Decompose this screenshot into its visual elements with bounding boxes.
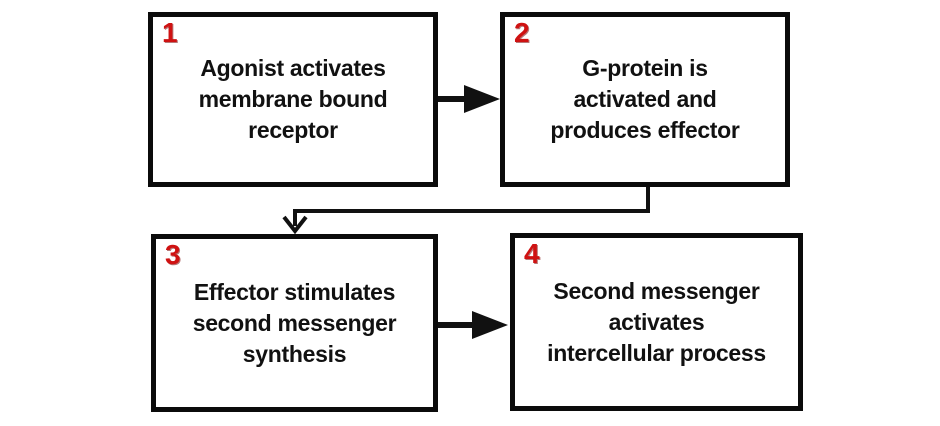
step-text-line: Effector stimulates bbox=[193, 278, 396, 305]
step-text-3: Effector stimulates second messenger syn… bbox=[187, 277, 403, 370]
step-text-line: activated and bbox=[573, 86, 717, 112]
step-text-line: membrane bound bbox=[198, 86, 388, 112]
step-text-2: G-protein is activated and produces effe… bbox=[544, 53, 745, 146]
step-number-3: 3 bbox=[165, 239, 181, 270]
step-text-4: Second messenger activates intercellular… bbox=[541, 276, 772, 369]
step-text-line: G-protein is bbox=[582, 55, 708, 81]
step-text-line: Second messenger bbox=[553, 277, 760, 304]
arrow-step2-to-step3 bbox=[282, 186, 650, 235]
arrow-step3-to-step4 bbox=[438, 311, 508, 339]
step-text-line: synthesis bbox=[242, 340, 347, 367]
step-number-2: 2 bbox=[514, 17, 530, 48]
step-number-1: 1 bbox=[162, 17, 178, 48]
step-box-2: 2 G-protein is activated and produces ef… bbox=[500, 12, 790, 187]
step-text-line: produces effector bbox=[550, 117, 740, 143]
step-box-3: 3 Effector stimulates second messenger s… bbox=[151, 234, 438, 412]
step-text-line: receptor bbox=[248, 117, 338, 143]
step-text-line: Agonist activates bbox=[200, 55, 386, 81]
step-text-1: Agonist activates membrane bound recepto… bbox=[193, 53, 394, 146]
arrow-step1-to-step2 bbox=[437, 85, 500, 113]
step-box-1: 1 Agonist activates membrane bound recep… bbox=[148, 12, 438, 187]
step-text-line: activates bbox=[608, 308, 705, 335]
step-box-4: 4 Second messenger activates intercellul… bbox=[510, 233, 803, 411]
step-text-line: intercellular process bbox=[547, 339, 766, 366]
step-number-4: 4 bbox=[524, 238, 540, 269]
step-text-line: second messenger bbox=[192, 309, 397, 336]
